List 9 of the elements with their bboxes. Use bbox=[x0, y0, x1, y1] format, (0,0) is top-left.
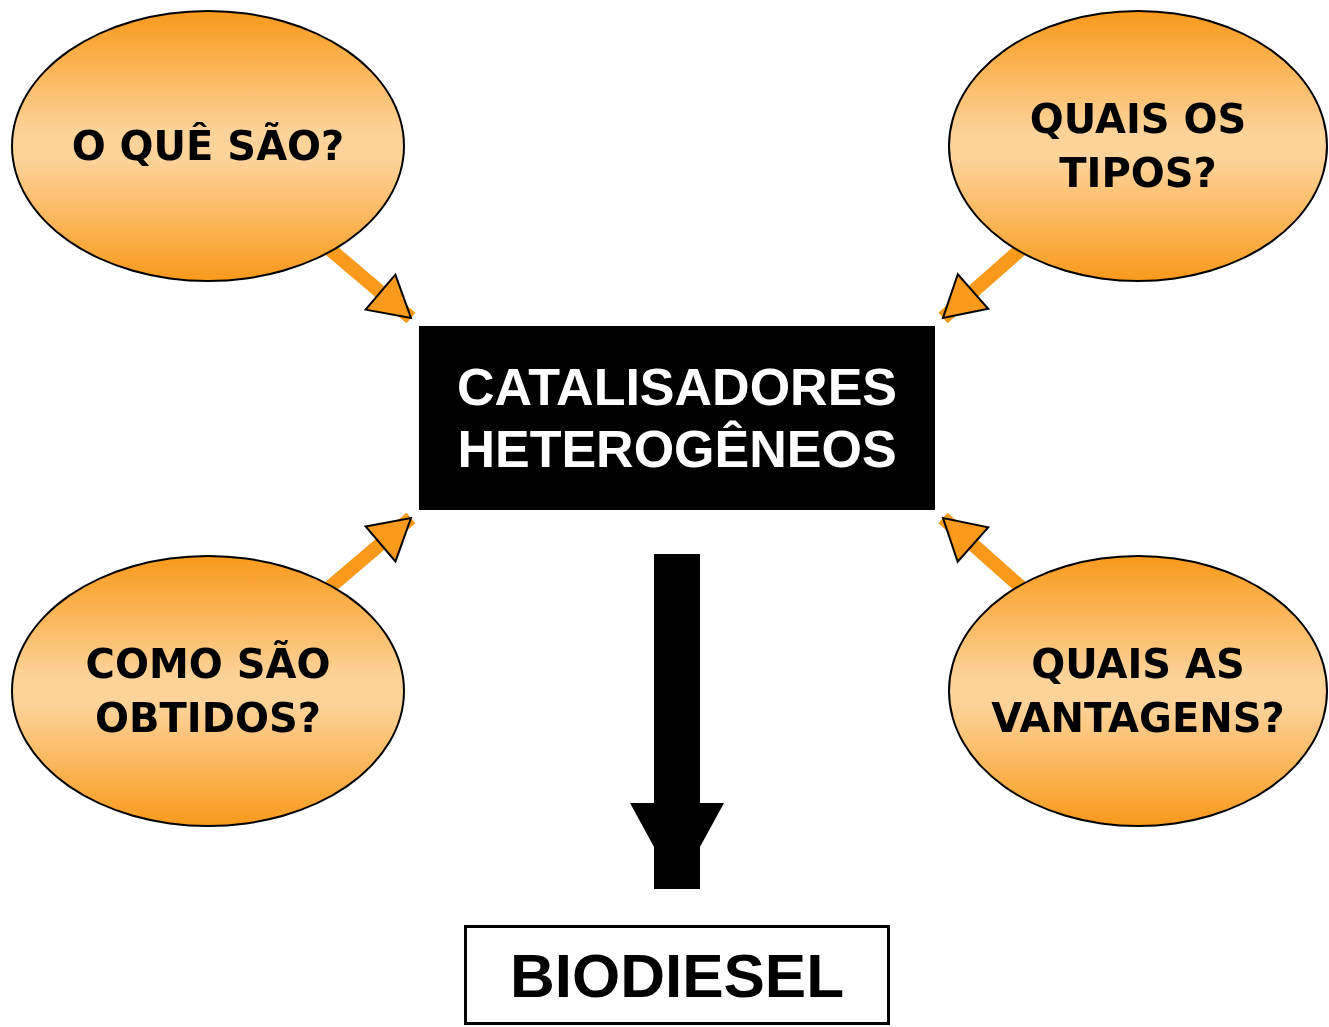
node-label: COMO SÃO OBTIDOS? bbox=[84, 639, 332, 743]
node-label: O QUÊ SÃO? bbox=[70, 121, 346, 171]
result-box bbox=[464, 925, 890, 1025]
node-label: QUAIS AS VANTAGENS? bbox=[990, 640, 1286, 743]
topic-box bbox=[419, 326, 935, 510]
node-label: BIODIESEL bbox=[509, 939, 845, 1011]
node-label: QUAIS OS TIPOS? bbox=[1028, 95, 1248, 198]
arrow bbox=[630, 554, 724, 889]
node-label: CATALISADORES HETEROGÊNEOS bbox=[455, 356, 899, 480]
